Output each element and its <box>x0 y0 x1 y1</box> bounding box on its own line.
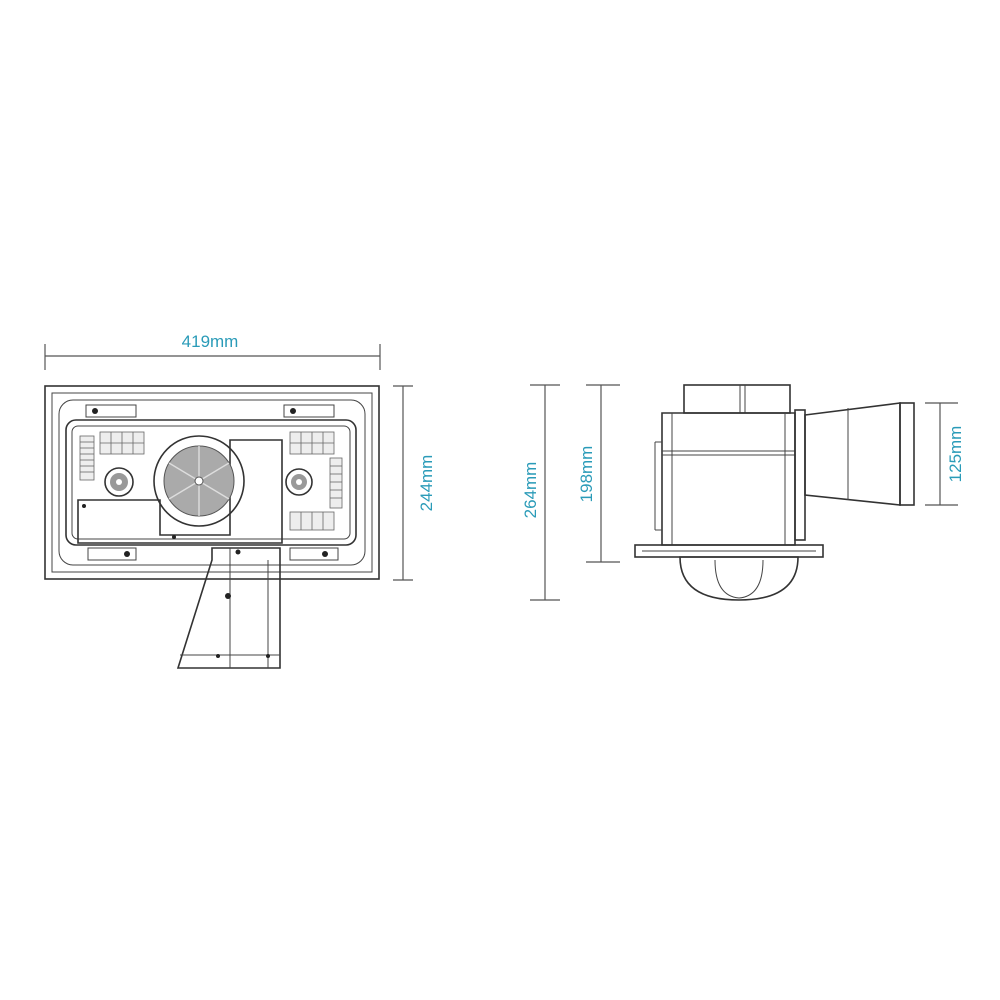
duct-outlet <box>794 402 915 541</box>
control-box <box>77 439 283 544</box>
front-height-label: 244mm <box>417 455 436 512</box>
side-body <box>661 412 796 546</box>
left-vents <box>79 431 145 481</box>
width-dimension-line <box>44 344 381 370</box>
total-height-dimension-line <box>530 384 560 601</box>
left-motor-icon <box>104 467 134 497</box>
motor-cap <box>683 384 791 414</box>
body-height-label: 198mm <box>577 446 596 503</box>
duct-diameter-dimension-line <box>925 402 958 506</box>
body-height-dimension-line <box>586 384 620 563</box>
width-label: 419mm <box>182 332 239 351</box>
duct-bracket <box>176 547 281 669</box>
mounting-tabs <box>85 404 339 561</box>
front-view: 419mm <box>44 332 436 669</box>
right-motor-icon <box>285 468 313 496</box>
right-vents <box>289 431 343 531</box>
inner-housing <box>65 419 357 546</box>
total-height-label: 264mm <box>521 462 540 519</box>
duct-diameter-label: 125mm <box>946 426 965 483</box>
light-dome <box>679 556 799 601</box>
front-height-dimension-line <box>393 385 413 581</box>
side-view: 264mm 198mm <box>521 384 965 601</box>
outer-frame <box>44 385 380 580</box>
fan-icon <box>153 435 245 527</box>
